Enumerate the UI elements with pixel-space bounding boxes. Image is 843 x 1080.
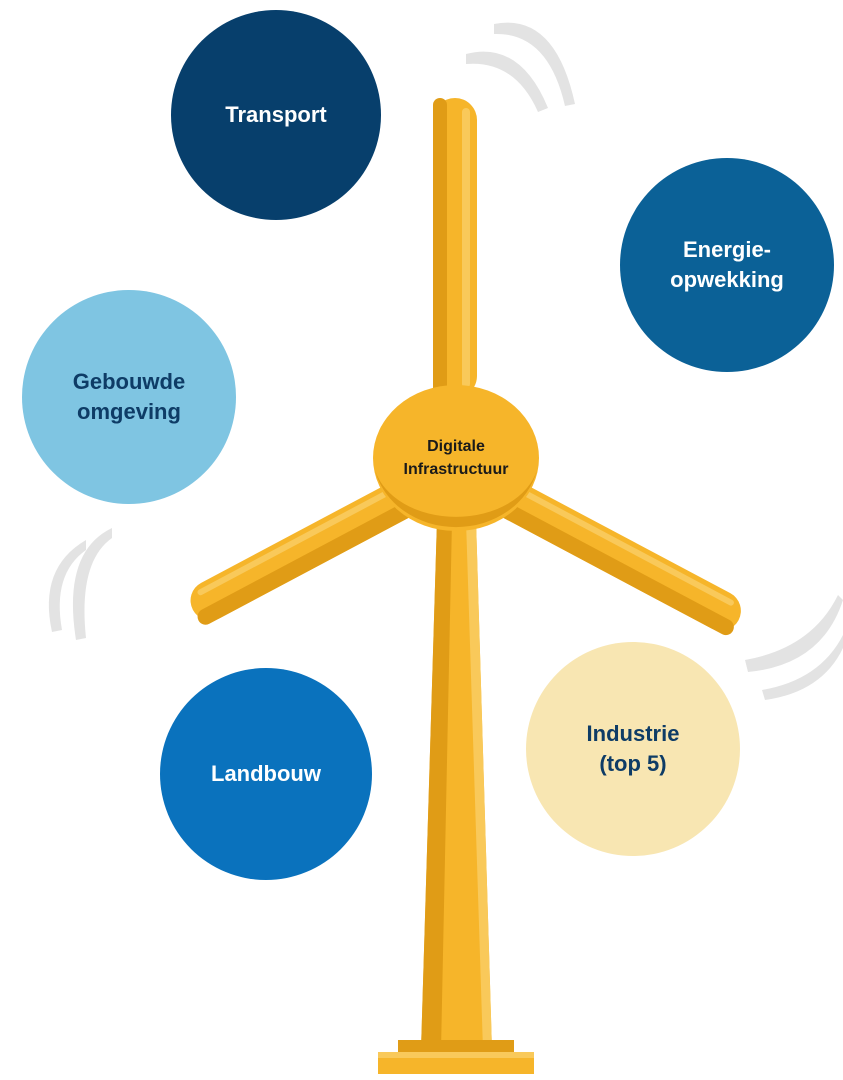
- turbine-blade-right: [449, 459, 741, 636]
- bubble-landbouw: Landbouw: [160, 668, 372, 880]
- bubble-industrie: Industrie (top 5): [526, 642, 740, 856]
- turbine-tower: [421, 520, 492, 1050]
- hub-label: Digitale Infrastructuur: [403, 437, 509, 478]
- turbine-hub: [373, 385, 539, 531]
- turbine-base: [378, 1040, 534, 1074]
- motion-swoosh-left: [48, 528, 112, 640]
- motion-swoosh-top-right: [466, 22, 575, 112]
- bubble-transport: Transport: [171, 10, 381, 220]
- motion-swoosh-bottom-right: [745, 595, 843, 700]
- bubble-energieopwekking: Energie- opwekking: [620, 158, 834, 372]
- turbine-blade-top: [433, 98, 477, 398]
- bubble-gebouwde-omgeving: Gebouwde omgeving: [22, 290, 236, 504]
